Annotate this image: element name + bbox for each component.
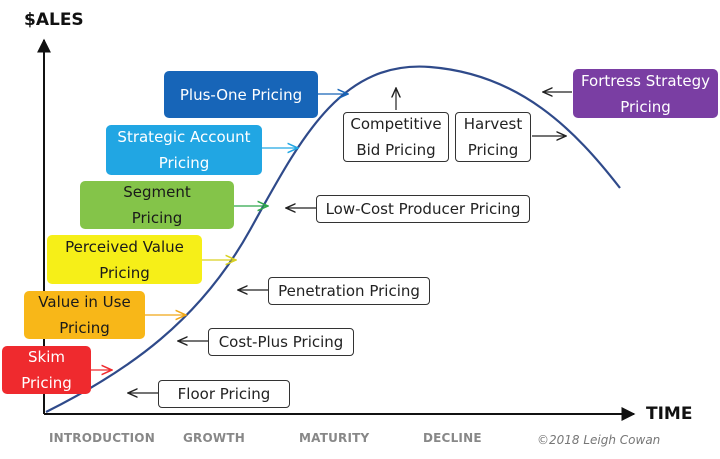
lifecycle-curve <box>45 65 621 413</box>
low-cost-producer-pricing-box: Low-Cost Producer Pricing <box>316 195 530 223</box>
plus-one-pricing-box: Plus-One Pricing <box>164 71 318 118</box>
perceived-value-pricing-box: Perceived Value Pricing <box>47 235 202 284</box>
segment-pricing-box: Segment Pricing <box>80 181 234 229</box>
fortress-strategy-pricing-box: Fortress Strategy Pricing <box>573 69 718 118</box>
value-in-use-pricing-box: Value in Use Pricing <box>24 291 145 339</box>
cost-plus-pricing-box: Cost-Plus Pricing <box>208 328 354 356</box>
skim-pricing-box: Skim Pricing <box>2 346 91 394</box>
y-axis-label: $ALES <box>24 10 84 30</box>
strategic-account-pricing-box: Strategic Account Pricing <box>106 125 262 175</box>
competitive-bid-pricing-box: Competitive Bid Pricing <box>343 112 449 162</box>
penetration-pricing-box: Penetration Pricing <box>268 277 430 305</box>
floor-pricing-box: Floor Pricing <box>158 380 290 408</box>
x-axis-label: TIME <box>646 404 693 424</box>
stage-label-introduction: INTRODUCTION <box>49 431 155 445</box>
stage-label-growth: GROWTH <box>183 431 245 445</box>
harvest-pricing-box: Harvest Pricing <box>455 112 531 162</box>
copyright-credit: ©2018 Leigh Cowan <box>537 433 661 447</box>
stage-label-decline: DECLINE <box>423 431 482 445</box>
stage-label-maturity: MATURITY <box>299 431 370 445</box>
